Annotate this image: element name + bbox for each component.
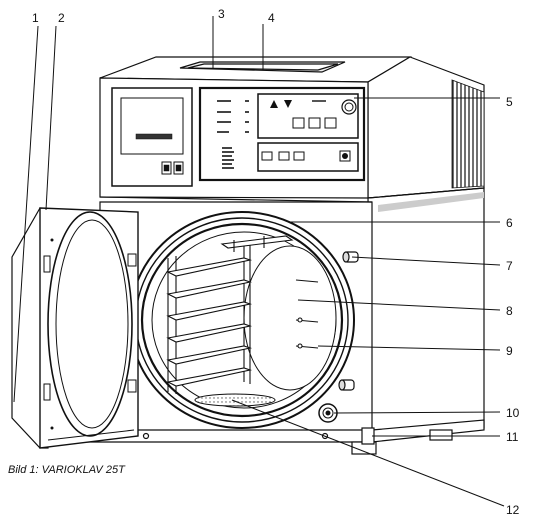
leader-10 [333,411,501,414]
callout-3: 3 [218,7,225,21]
leader-8 [297,299,501,311]
leader-1 [13,25,39,403]
callout-5: 5 [506,95,513,109]
callout-10: 10 [506,406,520,420]
door-latch-receptacles [338,251,359,391]
printer-module [111,87,193,187]
callout-12: 12 [506,503,520,517]
door [11,207,139,449]
callout-1: 1 [32,11,39,25]
callout-8: 8 [506,304,513,318]
figure-caption: Bild 1: VARIOKLAV 25T [8,464,125,476]
leader-2 [45,25,57,211]
leader-7 [351,256,501,266]
floor-grill [194,393,276,407]
callout-4: 4 [268,11,275,25]
callout-2: 2 [58,11,65,25]
callout-9: 9 [506,344,513,358]
leader-12 [231,399,505,507]
tray-rack [166,235,319,394]
safety-valve [318,403,338,423]
callout-11: 11 [506,430,519,444]
leader-lines [13,16,505,507]
leader-9 [317,345,501,351]
callout-labels: 1 2 3 4 5 6 7 8 9 10 11 12 [32,7,520,517]
side-vents [451,79,485,189]
callout-7: 7 [506,259,513,273]
control-panel [198,86,366,182]
callout-6: 6 [506,216,513,230]
